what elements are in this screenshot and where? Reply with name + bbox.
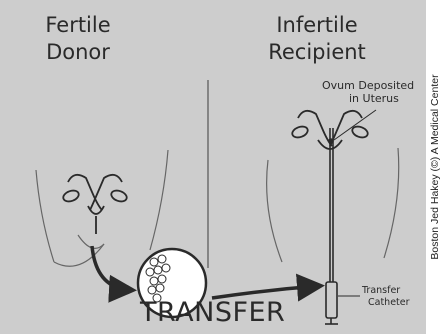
credit-strip: Boston Jed Hakey (©) A Medical Center <box>426 0 443 334</box>
transfer-caption: TRANSFER <box>140 298 285 328</box>
ovum-label-line2: in Uterus <box>349 93 399 105</box>
ovum-label-line1: Ovum Deposited <box>322 80 414 92</box>
donor-title-line1: Fertile <box>30 13 126 37</box>
transfer-catheter-icon <box>325 128 338 324</box>
arrow-to-circle-icon <box>92 246 130 290</box>
donor-uterus-icon <box>62 175 128 234</box>
catheter-label-line2: Catheter <box>368 297 410 308</box>
recipient-title-line2: Recipient <box>252 40 382 64</box>
donor-title-line2: Donor <box>30 40 126 64</box>
catheter-label-line1: Transfer <box>362 285 400 296</box>
illustration-panel: Fertile Donor Infertile Recipient Ovum D… <box>0 0 426 334</box>
recipient-title-line1: Infertile <box>252 13 382 37</box>
image-credit: Boston Jed Hakey (©) A Medical Center <box>427 0 443 334</box>
